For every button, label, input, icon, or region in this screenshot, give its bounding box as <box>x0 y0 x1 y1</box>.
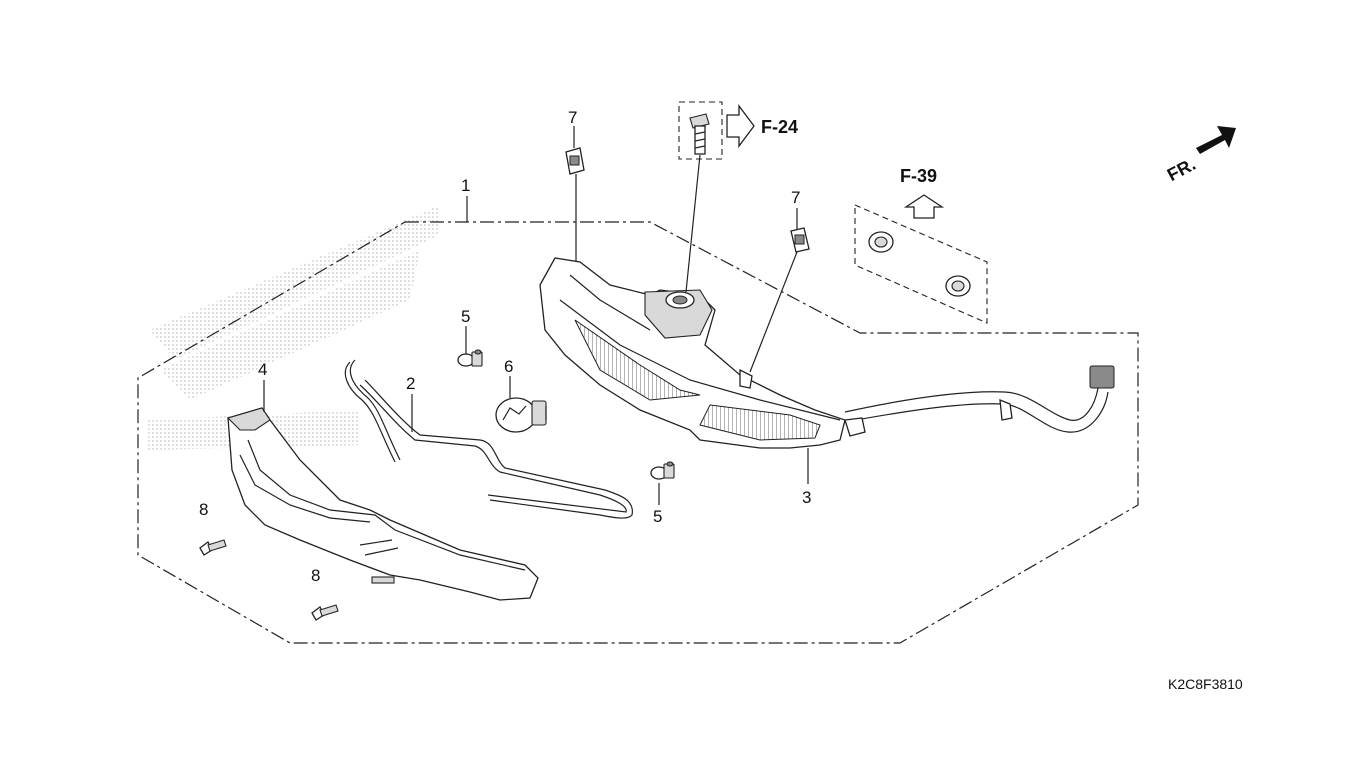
wedge-bulb-lower <box>650 461 675 480</box>
reference-f24-label: F-24 <box>761 117 798 137</box>
reference-f39-label: F-39 <box>900 166 937 186</box>
assembly-boundary <box>137 221 1139 644</box>
clip-nut-upper <box>565 147 585 175</box>
light-guide-seal <box>344 359 633 519</box>
flange-bolt <box>689 113 710 155</box>
callout-5-lower: 5 <box>653 507 662 526</box>
reference-arrow-up-icon <box>903 194 945 219</box>
callout-7-upper: 7 <box>568 108 577 127</box>
callout-6: 6 <box>504 357 513 376</box>
wedge-bulb-upper <box>457 349 483 367</box>
rear-light-assembly <box>539 257 1115 449</box>
callout-8-left: 8 <box>199 500 208 519</box>
callout-3: 3 <box>802 488 811 507</box>
front-direction-arrow-icon <box>1196 126 1236 154</box>
front-direction-label: FR. <box>1164 154 1199 185</box>
callout-5-upper: 5 <box>461 307 470 326</box>
callout-8-right: 8 <box>311 566 320 585</box>
callout-1: 1 <box>461 176 470 195</box>
harness-connector <box>1089 365 1115 389</box>
clip-nut-lower <box>790 227 810 253</box>
diagram-code: K2C8F3810 <box>1168 676 1243 692</box>
stop-tail-bulb <box>495 397 547 433</box>
tapping-screw-left <box>199 539 227 556</box>
callout-4: 4 <box>258 360 267 379</box>
bolt-box <box>678 101 723 160</box>
tapping-screw-right <box>311 604 339 621</box>
callout-2: 2 <box>406 374 415 393</box>
taillight-lens <box>226 407 539 601</box>
callout-7-lower: 7 <box>791 188 800 207</box>
grommet-group-box <box>854 204 988 324</box>
leader-lines <box>263 126 809 505</box>
reference-arrow-right-icon <box>726 104 755 148</box>
